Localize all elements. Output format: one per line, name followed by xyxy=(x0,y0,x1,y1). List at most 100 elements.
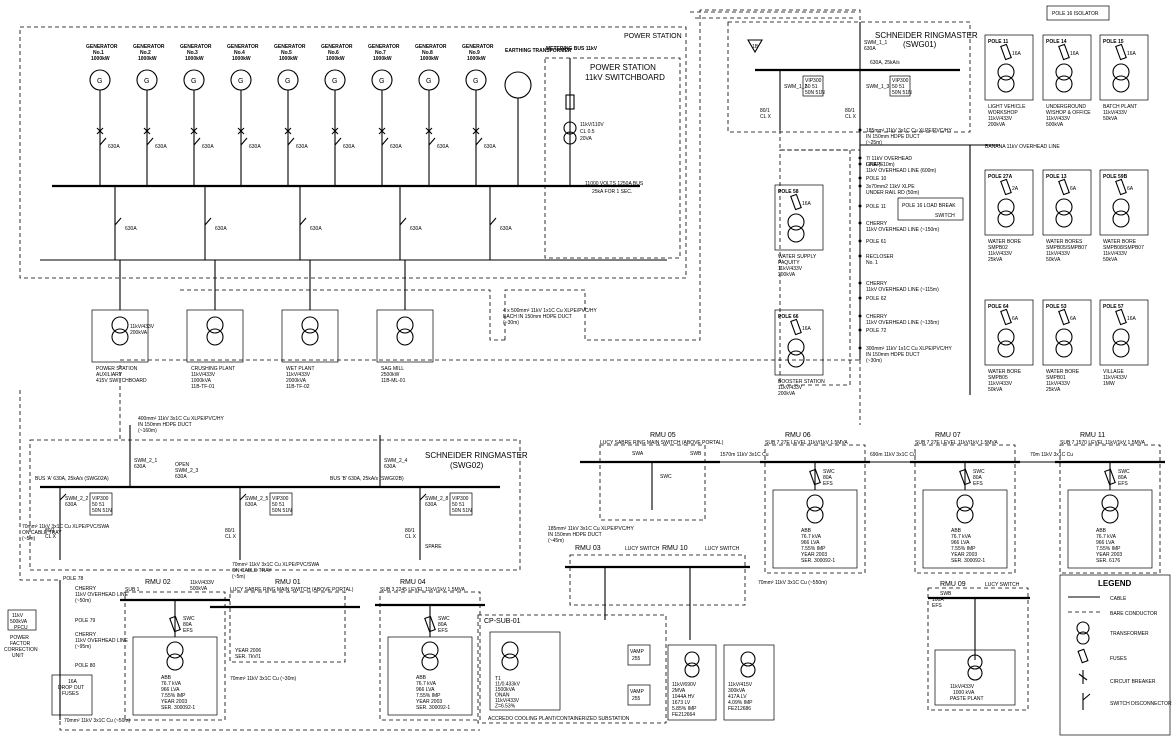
rmu-tx-label: YEAR 2003 xyxy=(1096,552,1122,558)
relay-label: 50 51 xyxy=(892,84,905,90)
breaker-rating: 630A xyxy=(437,144,449,150)
swg01-sw1: SWM_1_1 xyxy=(864,40,888,46)
pole-label: POLE 27A xyxy=(988,174,1013,180)
pole16-isolator-box xyxy=(1046,5,1110,21)
transformer-icon xyxy=(997,63,1015,81)
breaker-rating: 630A xyxy=(410,226,422,232)
breaker-rating: 630A xyxy=(249,144,261,150)
generator-name: GENERATOR xyxy=(86,44,118,50)
txa-label: 5.85% IMP xyxy=(672,706,697,712)
rmu09-fuse-2: 100A xyxy=(932,597,944,603)
generator-name: GENERATOR xyxy=(321,44,353,50)
pfc-unit xyxy=(7,609,37,631)
generator-num: No.5 xyxy=(281,50,292,56)
rmu-tx-label: SER. 6176 xyxy=(1096,558,1120,564)
feeder-label: POLE 10 xyxy=(866,176,887,182)
pole-tx-label: BOOSTER STATION xyxy=(778,379,825,385)
fuse-label: EFS xyxy=(823,481,833,487)
pole-tx-label: W/SHOP & OFFICE xyxy=(1046,110,1091,116)
rmu-tx-label: 76.7 kVA xyxy=(1096,534,1117,540)
feeder-label: 11kV OVERHEAD LINE (600m) xyxy=(866,168,937,174)
rmu05-subtitle: LUCY SABRE RING MAIN SWITCH (ABOVE PORTA… xyxy=(600,440,724,446)
pole-tx-label: 1MW xyxy=(1103,381,1115,387)
breaker-rating: 630A xyxy=(484,144,496,150)
ll-pole-label: 11kV OVERHEAD LINE xyxy=(75,638,129,644)
breaker-icon xyxy=(428,137,436,146)
cable-c5-3: (~5m) xyxy=(22,536,36,542)
svg-text:G: G xyxy=(238,78,243,85)
outgoing-label: 11B-TF-02 xyxy=(286,384,310,390)
pole-tx-label: 11kV/433V xyxy=(778,266,803,272)
rmu11-subtitle: SUB 7 1570 LEVEL 11kV/1kV 1.5MVA xyxy=(1060,440,1146,446)
relay-box xyxy=(269,492,293,516)
cable-c5-2: ON CABLE TRAY xyxy=(22,530,62,536)
pole-tx-label: LIGHT VEHICLE xyxy=(988,104,1026,110)
relay-label: 50 51 xyxy=(272,502,285,508)
pole-tx-label: 50kVA xyxy=(1046,257,1061,263)
pole-tx-label: 50kVA xyxy=(988,387,1003,393)
fuse-rating: 6A xyxy=(1127,186,1134,192)
breaker-rating: 630A xyxy=(296,144,308,150)
pole-tx-label: 50kVA xyxy=(1103,257,1118,263)
svg-text:G: G xyxy=(191,78,196,85)
cp-tx-label: ONAN xyxy=(495,693,510,699)
transformer-icon xyxy=(1055,63,1073,81)
legend-item: TRANSFORMER xyxy=(1110,631,1149,637)
load-break-label: POLE 16 LOAD BREAK xyxy=(902,203,956,209)
relay-label: VIP300 xyxy=(452,496,469,502)
fuse-label: EFS xyxy=(1118,481,1128,487)
rmu06-title: RMU 06 xyxy=(785,432,811,439)
fuse-label: SWC xyxy=(438,616,450,622)
rmu-tx-label: SER. 300092-1 xyxy=(951,558,985,564)
fuse-icon xyxy=(790,193,802,211)
relay-label: VIP300 xyxy=(92,496,109,502)
transformer-icon xyxy=(1112,63,1130,81)
rmu-tx-label: ABB xyxy=(1096,528,1107,534)
transformer-icon xyxy=(206,316,224,334)
rmu09-tx-1: 11kV/433V xyxy=(950,684,975,690)
pole-tx-label: UNDERGROUND xyxy=(1046,104,1086,110)
relay-label: 50N 51N xyxy=(92,508,112,514)
swg02-title: SCHNEIDER RINGMASTER xyxy=(425,451,528,460)
fuse-rating: 2A xyxy=(1012,186,1019,192)
feeder-label: CHERRY xyxy=(866,281,888,287)
cp-tx-label: 11/0.433kV xyxy=(495,682,521,688)
swg01-sw2: SWM_1_2 xyxy=(784,84,808,90)
cable-note-2: EACH IN 150mm HDPE DUCT xyxy=(503,314,572,320)
generator-num: No.9 xyxy=(469,50,480,56)
swg02-open-sw: SWM_2_3 xyxy=(175,468,199,474)
relay-label: 50N 51N xyxy=(892,90,912,96)
rmu-tx-label: 76.7 kVA xyxy=(951,534,972,540)
swg01-title: SCHNEIDER RINGMASTER xyxy=(875,31,978,40)
pfc-3: PFCU xyxy=(14,625,28,631)
rmu-tx-label: 7.55% IMP xyxy=(1096,546,1121,552)
pole-tx-label: 500kVA xyxy=(1046,122,1064,128)
generator-name: GENERATOR xyxy=(462,44,494,50)
ll-pole-label: (~95m) xyxy=(75,644,91,650)
ps-outgoing-2: 630A xyxy=(204,186,227,260)
rmu07-subtitle: SUB 7 27E LEVEL 11kV/1kV 1.5MVA xyxy=(915,440,998,446)
pole-label: POLE 53 xyxy=(1046,304,1067,310)
rmu-tx-label: 966 LVA xyxy=(161,687,180,693)
cable-c2: 690m 11kV 3x1C Cu xyxy=(870,452,916,458)
rmu-tx-label: 966 LVA xyxy=(801,540,820,546)
txb-label: FE212686 xyxy=(728,706,751,712)
fuse-label: 80A xyxy=(973,475,983,481)
ll-pole-label: CHERRY xyxy=(75,586,97,592)
rmu01: RMU 01 LUCY SABRE RING MAIN SWITCH (ABOV… xyxy=(210,562,360,663)
rmu09-tx-3: PASTE PLANT xyxy=(950,696,984,702)
outgoing-label: 2000kVA xyxy=(286,378,307,384)
generator-name: GENERATOR xyxy=(274,44,306,50)
generator-num: No.4 xyxy=(234,50,245,56)
fuse-label: 80A xyxy=(438,622,448,628)
fuse-icon xyxy=(1115,308,1127,326)
earthing-transformer: EARTHING TRANSFORMER xyxy=(504,48,572,186)
